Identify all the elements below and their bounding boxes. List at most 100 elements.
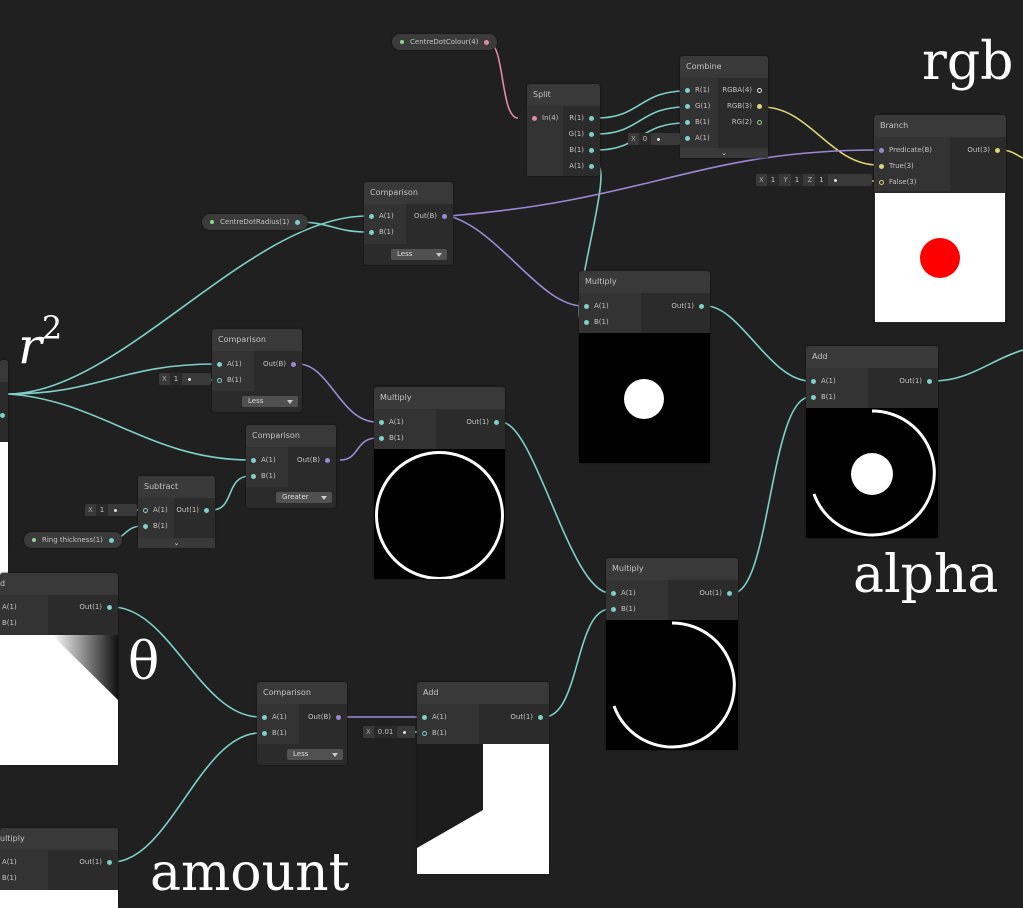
branch-input-predicate[interactable]: Predicate(B) xyxy=(879,142,932,158)
branch-input-true[interactable]: True(3) xyxy=(879,158,914,174)
add-output[interactable]: Out(1) xyxy=(510,709,543,725)
output-port[interactable] xyxy=(589,163,594,169)
comparison-input-b[interactable]: B(1) xyxy=(251,468,276,484)
input-port[interactable] xyxy=(217,361,222,367)
multiply-input-a[interactable]: A(1) xyxy=(379,414,404,430)
input-port[interactable] xyxy=(369,213,374,219)
add-input-b[interactable]: B(1) xyxy=(2,619,17,627)
add-alpha-node[interactable]: Add A(1) B(1) Out(1) xyxy=(806,346,938,538)
output-port[interactable] xyxy=(757,103,762,109)
centre-dot-radius-property[interactable]: CentreDotRadius(1) xyxy=(202,214,309,230)
comparison-mode-dropdown[interactable]: Greater xyxy=(276,492,332,503)
combine-input-g[interactable]: G(1) xyxy=(685,98,710,114)
split-input-in[interactable]: In(4) xyxy=(532,110,558,126)
output-port[interactable] xyxy=(107,604,112,610)
subtract-input-b[interactable]: B(1) xyxy=(143,518,168,534)
combine-output-rg[interactable]: RG(2) xyxy=(732,114,762,130)
add-input-a[interactable]: A(1) xyxy=(2,603,17,611)
comparison-top-node[interactable]: Comparison A(1) B(1) Out(B) Less xyxy=(364,182,453,265)
output-port[interactable] xyxy=(442,213,447,219)
branch-input-false[interactable]: False(3) xyxy=(879,174,917,190)
partial-r2-source-node[interactable] xyxy=(0,360,8,575)
input-port[interactable] xyxy=(879,147,884,153)
output-port[interactable] xyxy=(589,115,594,121)
input-port[interactable] xyxy=(879,179,884,185)
add-output[interactable]: Out(1) xyxy=(899,373,932,389)
input-port[interactable] xyxy=(685,119,690,125)
output-port[interactable] xyxy=(727,590,732,596)
add-input-b[interactable]: B(1) xyxy=(422,725,447,741)
multiply-input-b[interactable]: B(1) xyxy=(611,601,636,617)
input-port[interactable] xyxy=(262,714,267,720)
combine-output-rgb[interactable]: RGB(3) xyxy=(727,98,762,114)
subtract-input-a[interactable]: A(1) xyxy=(143,502,168,518)
subtract-node[interactable]: Subtract A(1) B(1) Out(1) ⌄ xyxy=(138,476,215,548)
input-port[interactable] xyxy=(532,115,537,121)
multiply-input-b[interactable]: B(1) xyxy=(379,430,404,446)
output-port[interactable] xyxy=(0,413,5,418)
comparison-output[interactable]: Out(B) xyxy=(297,452,330,468)
input-port[interactable] xyxy=(685,135,690,141)
input-port[interactable] xyxy=(369,229,374,235)
output-port[interactable] xyxy=(589,147,594,153)
centre-dot-colour-property[interactable]: CentreDotColour(4) xyxy=(392,34,498,50)
input-port[interactable] xyxy=(811,394,816,400)
add-output[interactable]: Out(1) xyxy=(79,599,112,615)
multiply-dot-node[interactable]: Multiply A(1) B(1) Out(1) xyxy=(579,271,710,463)
partial-multiply-left-node[interactable]: ultiply A(1) B(1) Out(1) xyxy=(0,828,118,908)
split-output-g[interactable]: G(1) xyxy=(569,126,594,142)
output-port[interactable] xyxy=(995,147,1000,153)
multiply-input-b[interactable]: B(1) xyxy=(2,874,17,882)
multiply-output[interactable]: Out(1) xyxy=(699,585,732,601)
input-port[interactable] xyxy=(422,714,427,720)
multiply-ring-node[interactable]: Multiply A(1) B(1) Out(1) xyxy=(374,387,505,579)
branch-node[interactable]: Branch Predicate(B) True(3) False(3) Out… xyxy=(874,115,1006,323)
input-port[interactable] xyxy=(584,319,589,325)
input-port[interactable] xyxy=(685,103,690,109)
output-port[interactable] xyxy=(757,87,762,93)
ring-thickness-property[interactable]: Ring thickness(1) xyxy=(24,532,122,548)
split-node[interactable]: Split In(4) R(1) G(1) B(1) A(1) xyxy=(527,84,600,176)
multiply-output[interactable]: Out(1) xyxy=(79,854,112,870)
input-port[interactable] xyxy=(611,590,616,596)
combine-output-rgba[interactable]: RGBA(4) xyxy=(722,82,762,98)
input-port[interactable] xyxy=(611,606,616,612)
comparison-output[interactable]: Out(B) xyxy=(308,709,341,725)
split-output-a[interactable]: A(1) xyxy=(569,158,594,174)
input-port[interactable] xyxy=(584,303,589,309)
split-output-r[interactable]: R(1) xyxy=(569,110,594,126)
split-output-b[interactable]: B(1) xyxy=(569,142,594,158)
multiply-input-b[interactable]: B(1) xyxy=(584,314,609,330)
output-port[interactable] xyxy=(699,303,704,309)
output-port[interactable] xyxy=(927,378,932,384)
input-port[interactable] xyxy=(879,163,884,169)
output-port[interactable] xyxy=(589,131,594,137)
input-port[interactable] xyxy=(251,473,256,479)
comparison-mode-dropdown[interactable]: Less xyxy=(242,396,298,407)
input-port[interactable] xyxy=(217,377,222,383)
output-port[interactable] xyxy=(757,119,762,125)
combine-node[interactable]: Combine R(1) G(1) B(1) A(1) RGBA(4) RGB(… xyxy=(680,56,768,158)
input-port[interactable] xyxy=(262,730,267,736)
input-port[interactable] xyxy=(379,419,384,425)
input-port[interactable] xyxy=(685,87,690,93)
partial-add-left-node[interactable]: d A(1) B(1) Out(1) xyxy=(0,573,118,765)
multiply-input-a[interactable]: A(1) xyxy=(584,298,609,314)
input-port[interactable] xyxy=(143,507,148,513)
output-port[interactable] xyxy=(484,39,490,45)
comparison-bottom-node[interactable]: Comparison A(1) B(1) Out(B) Less xyxy=(257,682,347,765)
output-port[interactable] xyxy=(325,457,330,463)
combine-input-r[interactable]: R(1) xyxy=(685,82,710,98)
input-port[interactable] xyxy=(422,730,427,736)
comparison-output[interactable]: Out(B) xyxy=(414,208,447,224)
comparison-mid-node[interactable]: Comparison A(1) B(1) Out(B) Less xyxy=(212,329,302,412)
comparison-mode-dropdown[interactable]: Less xyxy=(287,749,343,760)
input-port[interactable] xyxy=(251,457,256,463)
comparison-input-a[interactable]: A(1) xyxy=(251,452,276,468)
collapse-chevron-icon[interactable]: ⌄ xyxy=(138,538,215,548)
output-port[interactable] xyxy=(108,537,114,543)
